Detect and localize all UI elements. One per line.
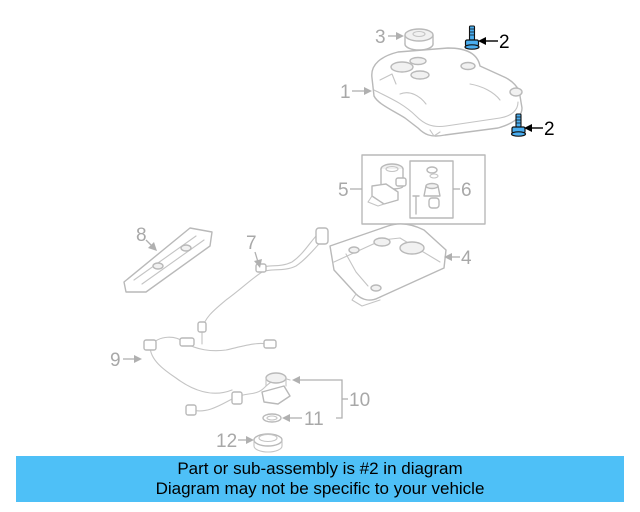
callout-label: 10 bbox=[349, 390, 370, 411]
callout-11: 11 bbox=[282, 409, 324, 430]
part-6-valve-kit[interactable] bbox=[412, 166, 441, 215]
callout-6: 6 bbox=[453, 180, 472, 201]
part-2-bolt-top[interactable] bbox=[464, 25, 480, 50]
callout-1: 1 bbox=[340, 82, 372, 103]
callout-2-right: 2 bbox=[524, 119, 555, 140]
part-5-pump[interactable] bbox=[367, 163, 407, 207]
callout-label: 5 bbox=[338, 180, 349, 201]
callout-10: 10 bbox=[292, 376, 370, 419]
callout-label: 2 bbox=[499, 32, 510, 53]
callout-label: 8 bbox=[136, 225, 147, 246]
callout-7: 7 bbox=[246, 233, 262, 268]
banner-line-2: Diagram may not be specific to your vehi… bbox=[155, 479, 485, 498]
part-3-cap[interactable] bbox=[404, 28, 434, 51]
callout-label: 7 bbox=[246, 233, 257, 254]
part-2-bolt-right[interactable] bbox=[510, 113, 527, 137]
parts-5-6-assembly-box bbox=[361, 154, 486, 225]
callout-12: 12 bbox=[216, 431, 254, 452]
part-10-sensor[interactable] bbox=[185, 372, 291, 416]
callout-2-top: 2 bbox=[478, 32, 510, 53]
part-12-clamp[interactable] bbox=[253, 433, 283, 453]
callout-4: 4 bbox=[444, 248, 472, 269]
callout-label: 4 bbox=[461, 248, 472, 269]
part-8-shield[interactable] bbox=[123, 227, 213, 293]
info-banner: Part or sub-assembly is #2 in diagram Di… bbox=[16, 456, 624, 502]
callout-9: 9 bbox=[110, 350, 142, 371]
callout-label: 12 bbox=[216, 431, 237, 452]
part-9-sensor-wire[interactable] bbox=[143, 336, 277, 394]
callout-label: 11 bbox=[304, 409, 324, 430]
banner-line-1: Part or sub-assembly is #2 in diagram bbox=[177, 459, 463, 478]
part-1-reservoir-tank[interactable] bbox=[371, 47, 523, 137]
callout-5: 5 bbox=[338, 180, 362, 201]
part-11-o-ring[interactable] bbox=[262, 413, 282, 423]
callout-8: 8 bbox=[136, 225, 157, 251]
callout-3: 3 bbox=[375, 27, 404, 48]
callout-label: 1 bbox=[340, 82, 351, 103]
callout-label: 3 bbox=[375, 27, 386, 48]
callout-label: 6 bbox=[461, 180, 472, 201]
callout-label: 9 bbox=[110, 350, 121, 371]
part-7-hose[interactable] bbox=[197, 227, 329, 345]
callout-label: 2 bbox=[544, 119, 555, 140]
part-4-bracket[interactable] bbox=[329, 223, 447, 307]
